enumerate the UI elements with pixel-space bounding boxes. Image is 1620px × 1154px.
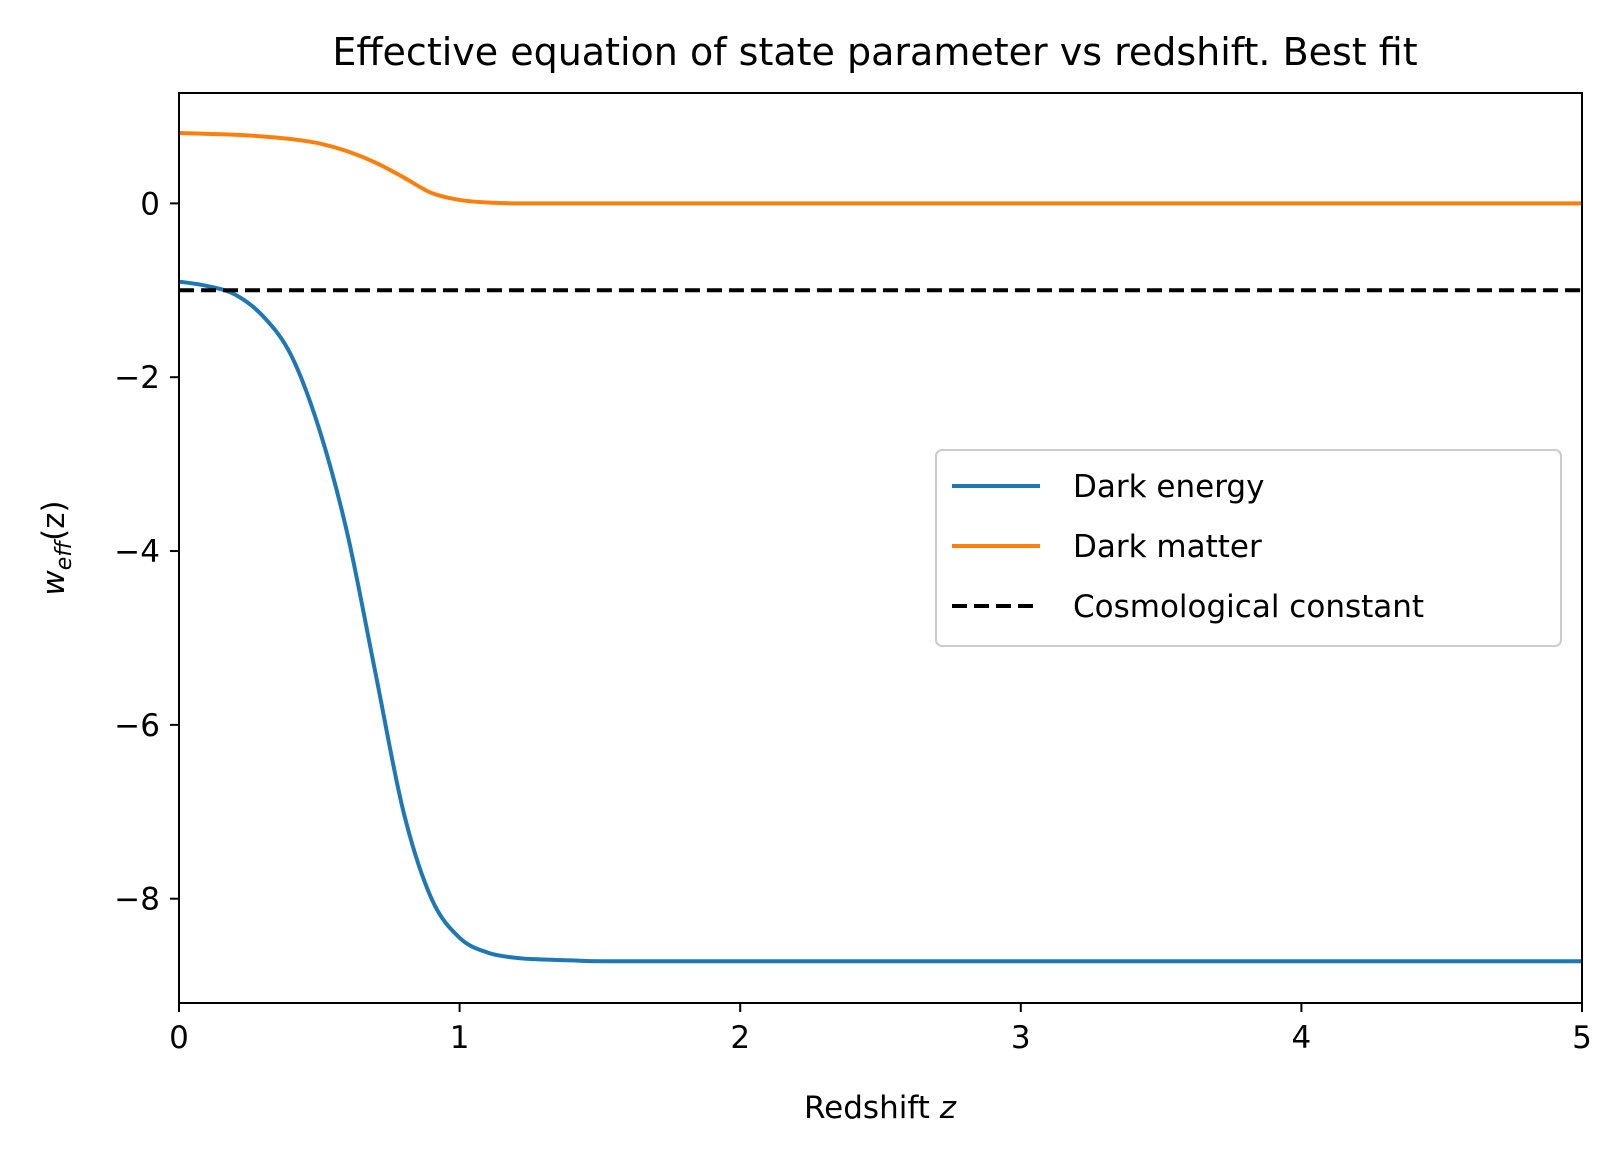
y-axis-label-arg: (z) <box>36 500 72 540</box>
x-tick-label: 5 <box>1572 1020 1592 1056</box>
x-tick-label: 3 <box>1011 1020 1031 1056</box>
x-axis-label-var: z <box>939 1090 957 1126</box>
legend: Dark energy Dark matter Cosmological con… <box>935 449 1562 647</box>
x-axis-ticks: 0 1 2 3 4 5 <box>169 1003 1592 1056</box>
legend-label-dark-matter: Dark matter <box>1073 529 1262 565</box>
x-tick-label: 2 <box>730 1020 750 1056</box>
series-line-dark-energy <box>178 279 1582 964</box>
plot-frame <box>178 92 1583 1004</box>
chart-title: Effective equation of state parameter vs… <box>332 30 1417 74</box>
y-axis-label: weff(z) <box>36 500 77 595</box>
x-axis-label-text: Redshift <box>804 1090 940 1126</box>
y-tick-label: −4 <box>114 534 160 570</box>
legend-label-cosmological-constant: Cosmological constant <box>1073 589 1424 625</box>
y-tick-label: 0 <box>140 186 160 222</box>
x-axis-label: Redshift z <box>804 1090 957 1126</box>
y-tick-label: −8 <box>114 882 160 918</box>
y-tick-label: −6 <box>114 708 160 744</box>
y-tick-label: −2 <box>114 360 160 396</box>
x-tick-label: 1 <box>450 1020 470 1056</box>
legend-box <box>935 449 1562 647</box>
series-line-dark-matter <box>178 130 1582 206</box>
y-axis-label-sub: eff <box>52 539 77 571</box>
y-axis-label-base: w <box>36 570 72 596</box>
plot-lines <box>178 130 1582 964</box>
x-tick-label: 4 <box>1292 1020 1312 1056</box>
legend-label-dark-energy: Dark energy <box>1073 469 1264 505</box>
y-axis-ticks: 0 −2 −4 −6 −8 <box>114 186 179 918</box>
x-tick-label: 0 <box>169 1020 189 1056</box>
